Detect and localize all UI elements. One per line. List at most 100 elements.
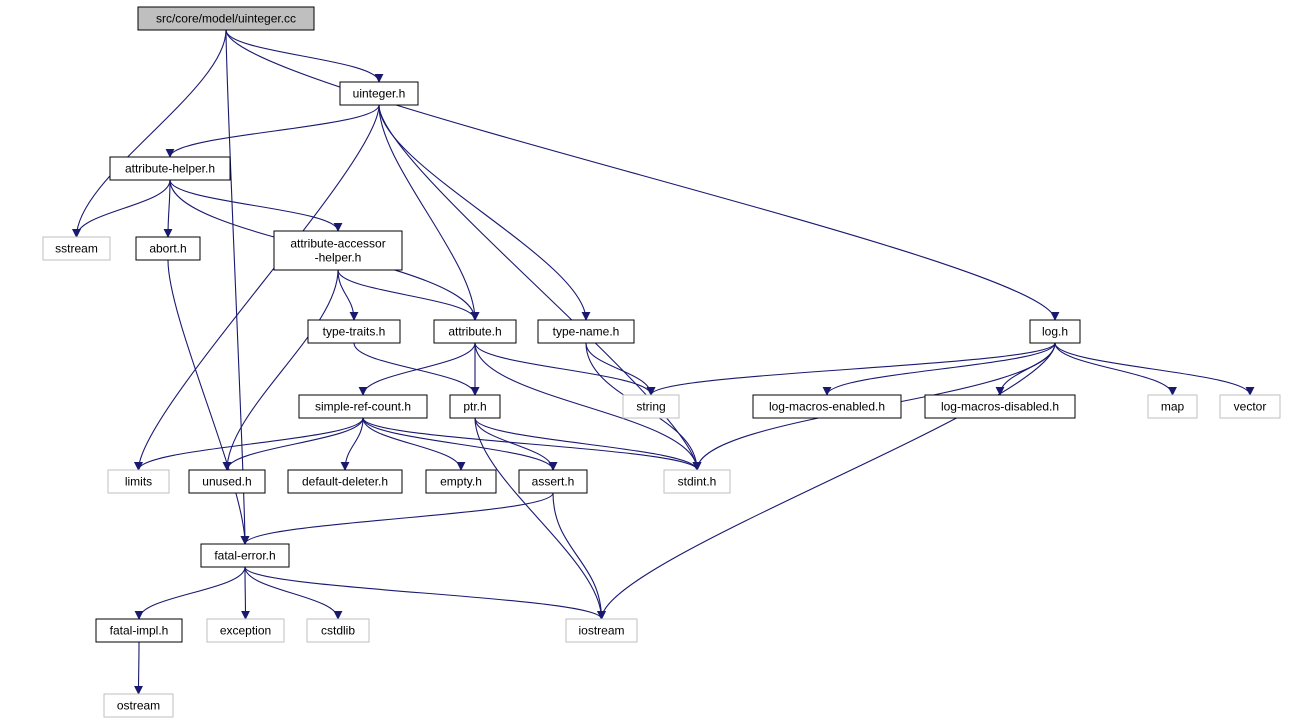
node-box bbox=[103, 693, 174, 718]
node-box bbox=[307, 319, 401, 344]
node-label: default-deleter.h bbox=[302, 475, 388, 489]
node-assert-h[interactable]: assert.h bbox=[518, 469, 588, 494]
node-box bbox=[433, 319, 517, 344]
node-attribute-h[interactable]: attribute.h bbox=[433, 319, 517, 344]
node-label: string bbox=[636, 400, 665, 414]
node-label: attribute-accessor-helper.h bbox=[290, 237, 385, 265]
edge-fatal_error_h-to-exception bbox=[240, 566, 250, 620]
node-box bbox=[663, 469, 731, 494]
node-string: string bbox=[622, 394, 680, 419]
edge-attribute_h-to-stdint_h bbox=[474, 342, 702, 471]
node-label: type-name.h bbox=[553, 325, 620, 339]
edge-attribute_accessor_helper_h-to-attribute_h bbox=[337, 269, 480, 321]
node-attribute-accessor-helper-h[interactable]: attribute-accessor-helper.h bbox=[273, 230, 403, 271]
node-log-h[interactable]: log.h bbox=[1029, 319, 1081, 344]
node-default-deleter-h[interactable]: default-deleter.h bbox=[287, 469, 403, 494]
edge-ptr_h-to-stdint_h bbox=[474, 417, 702, 471]
node-label: exception bbox=[220, 624, 271, 638]
node-box bbox=[135, 236, 201, 261]
node-type-traits-h[interactable]: type-traits.h bbox=[307, 319, 401, 344]
node-box bbox=[339, 81, 419, 106]
node-box bbox=[1147, 394, 1198, 419]
node-label: log-macros-disabled.h bbox=[941, 400, 1059, 414]
node-attribute-helper-h[interactable]: attribute-helper.h bbox=[109, 156, 231, 181]
node-label: limits bbox=[125, 475, 152, 489]
edge-assert_h-to-iostream bbox=[552, 492, 606, 620]
node-log-macros-enabled-h[interactable]: log-macros-enabled.h bbox=[752, 394, 902, 419]
node-uinteger-h[interactable]: uinteger.h bbox=[339, 81, 419, 106]
node-label: log.h bbox=[1042, 325, 1068, 339]
node-box bbox=[109, 156, 231, 181]
edge-attribute_h-to-string bbox=[474, 342, 656, 396]
node-label: fatal-impl.h bbox=[110, 624, 169, 638]
node-label: unused.h bbox=[202, 475, 251, 489]
edge-simple_ref_count_h-to-empty_h bbox=[362, 417, 466, 471]
node-map: map bbox=[1147, 394, 1198, 419]
node-fatal-error-h[interactable]: fatal-error.h bbox=[200, 543, 290, 568]
node-box bbox=[188, 469, 266, 494]
edge-attribute_helper_h-to-abort_h bbox=[163, 179, 173, 238]
edge-fatal_error_h-to-cstdlib bbox=[244, 566, 343, 620]
edge-simple_ref_count_h-to-stdint_h bbox=[362, 417, 702, 471]
node-ostream: ostream bbox=[103, 693, 174, 718]
node-unused-h[interactable]: unused.h bbox=[188, 469, 266, 494]
node-box bbox=[298, 394, 428, 419]
edge-simple_ref_count_h-to-unused_h bbox=[222, 417, 364, 471]
node-label: empty.h bbox=[440, 475, 482, 489]
edge-type_traits_h-to-ptr_h bbox=[353, 342, 480, 396]
node-box bbox=[518, 469, 588, 494]
edge-uinteger_h-to-limits bbox=[134, 104, 380, 471]
node-label: vector bbox=[1234, 400, 1267, 414]
node-label: cstdlib bbox=[321, 624, 355, 638]
edge-uinteger_h-to-type_name_h bbox=[378, 104, 591, 321]
node-abort-h[interactable]: abort.h bbox=[135, 236, 201, 261]
edge-fatal_impl_h-to-ostream bbox=[134, 641, 144, 695]
node-box bbox=[1219, 394, 1281, 419]
node-uinteger-cc[interactable]: src/core/model/uinteger.cc bbox=[137, 6, 315, 31]
node-label: ptr.h bbox=[463, 400, 486, 414]
edge-log_h-to-map bbox=[1054, 342, 1177, 396]
node-limits: limits bbox=[107, 469, 170, 494]
node-box bbox=[1029, 319, 1081, 344]
edge-log_h-to-vector bbox=[1054, 342, 1255, 396]
edge-log_h-to-log_macros_enabled_h bbox=[822, 342, 1056, 396]
edge-ptr_h-to-iostream bbox=[474, 417, 606, 620]
node-label: map bbox=[1161, 400, 1185, 414]
edge-fatal_error_h-to-iostream bbox=[244, 566, 606, 620]
node-sstream: sstream bbox=[42, 236, 111, 261]
node-box bbox=[449, 394, 501, 419]
node-label: assert.h bbox=[532, 475, 575, 489]
node-label: iostream bbox=[578, 624, 624, 638]
node-stdint-h: stdint.h bbox=[663, 469, 731, 494]
edge-ptr_h-to-assert_h bbox=[474, 417, 558, 471]
node-box bbox=[287, 469, 403, 494]
edge-attribute_h-to-simple_ref_count_h bbox=[358, 342, 476, 396]
node-box bbox=[565, 618, 638, 643]
edge-uinteger_cc-to-uinteger_h bbox=[225, 29, 384, 83]
node-box bbox=[537, 319, 635, 344]
node-box bbox=[95, 618, 183, 643]
node-ptr-h[interactable]: ptr.h bbox=[449, 394, 501, 419]
node-simple-ref-count-h[interactable]: simple-ref-count.h bbox=[298, 394, 428, 419]
edge-abort_h-to-fatal_error_h bbox=[167, 259, 250, 545]
node-box bbox=[206, 618, 285, 643]
node-fatal-impl-h[interactable]: fatal-impl.h bbox=[95, 618, 183, 643]
edge-type_name_h-to-string bbox=[585, 342, 656, 396]
nodes: src/core/model/uinteger.cc uinteger.h attr… bbox=[42, 6, 1281, 718]
node-label: attribute-helper.h bbox=[125, 162, 215, 176]
node-type-name-h[interactable]: type-name.h bbox=[537, 319, 635, 344]
node-box bbox=[752, 394, 902, 419]
node-cstdlib: cstdlib bbox=[306, 618, 370, 643]
edge-attribute_helper_h-to-attribute_accessor_helper_h bbox=[169, 179, 343, 232]
node-empty-h[interactable]: empty.h bbox=[425, 469, 497, 494]
edge-simple_ref_count_h-to-limits bbox=[134, 417, 364, 471]
node-label: uinteger.h bbox=[353, 87, 406, 101]
node-label: src/core/model/uinteger.cc bbox=[156, 12, 296, 26]
node-label: ostream bbox=[117, 699, 160, 713]
edge-fatal_error_h-to-fatal_impl_h bbox=[134, 566, 246, 620]
node-exception: exception bbox=[206, 618, 285, 643]
edge-uinteger_h-to-attribute_h bbox=[378, 104, 480, 321]
edge-uinteger_cc-to-log_h bbox=[225, 29, 1060, 321]
node-box bbox=[137, 6, 315, 31]
node-log-macros-disabled-h[interactable]: log-macros-disabled.h bbox=[924, 394, 1076, 419]
